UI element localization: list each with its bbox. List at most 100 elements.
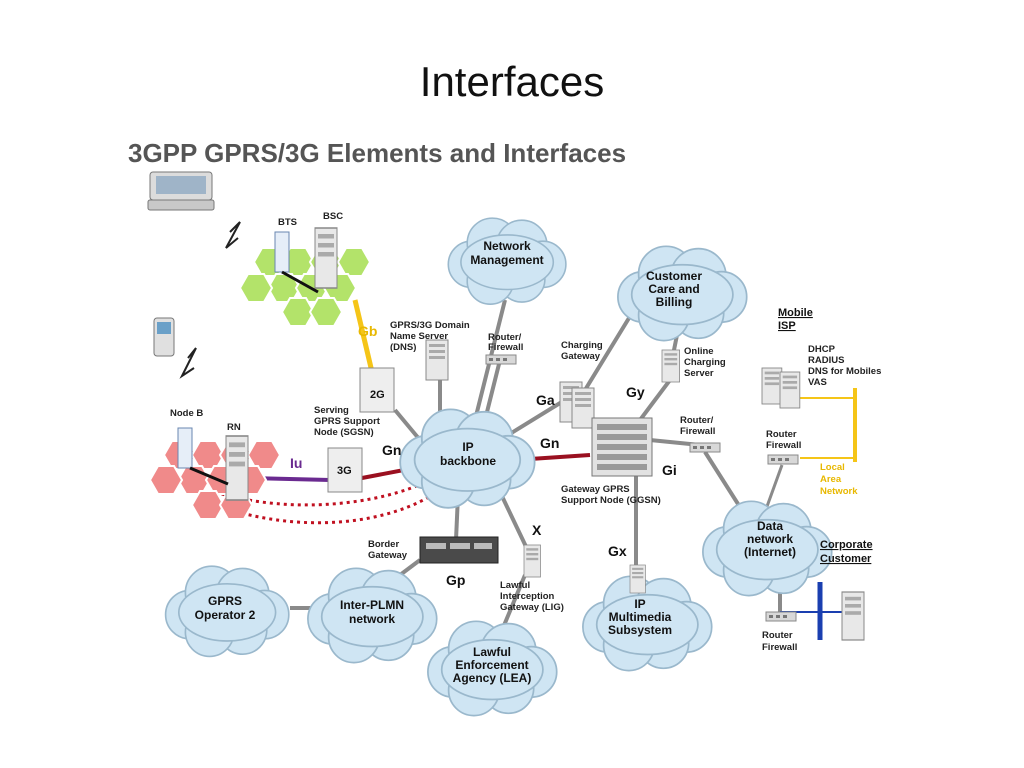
cloud-label-gprs-operator2-1: GPRS: [208, 594, 242, 608]
charging-gateway-label-2: Gateway: [561, 351, 601, 362]
lig-label-3: Gateway (LIG): [500, 602, 564, 613]
corporate-customer-label-2: Customer: [820, 553, 872, 565]
nodeb-rnc-link: [189, 466, 229, 486]
bsc-label: BSC: [323, 211, 343, 222]
router-firewall-corp-icon: [765, 611, 797, 622]
hex-cluster-2g: [239, 247, 371, 327]
iface-gn-right: Gn: [540, 435, 559, 451]
isp-service-3: DNS for Mobiles: [808, 366, 881, 377]
mobile-isp-label-2: ISP: [778, 320, 796, 332]
iface-iu: Iu: [290, 455, 302, 471]
cloud-label-ip-backbone-2: backbone: [440, 454, 496, 468]
router-isp-label-2: Firewall: [766, 440, 801, 451]
sgsn-label-3: Node (SGSN): [314, 427, 374, 438]
sgsn-2g-box-icon: [359, 367, 395, 413]
corporate-server-icon: [841, 591, 865, 641]
cloud-label-ims-3: Subsystem: [608, 623, 672, 637]
iface-gx: Gx: [608, 543, 627, 559]
sgsn-label-2: GPRS Support: [314, 416, 381, 427]
corporate-customer-label-1: Corporate: [820, 539, 873, 551]
router-firewall-top-icon: [485, 354, 517, 365]
diagram-title: 3GPP GPRS/3G Elements and Interfaces: [128, 138, 626, 168]
isp-servers-icon: [761, 367, 801, 409]
ggsn-label-2: Support Node (GGSN): [561, 495, 661, 506]
dotted-link-2: [214, 488, 441, 525]
cloud-label-ims-1: IP: [634, 597, 645, 611]
rn-label: RN: [227, 422, 241, 433]
link-sgsn2g-backbone: [393, 408, 422, 442]
cloud-label-lea-2: Enforcement: [455, 658, 528, 672]
cloud-label-data-network-2: network: [747, 532, 793, 546]
isp-service-2: RADIUS: [808, 355, 844, 366]
ggsn-label-1: Gateway GPRS: [561, 484, 630, 495]
mobile-isp-label-1: Mobile: [778, 307, 813, 319]
iface-gy: Gy: [626, 384, 645, 400]
iface-gp: Gp: [446, 572, 465, 588]
ims-server-icon: [629, 564, 646, 594]
bts-antenna-icon: [274, 231, 290, 273]
rnc-server-icon: [225, 435, 249, 501]
iface-gn-left: Gn: [382, 442, 401, 458]
laptop-device-icon: [147, 171, 215, 211]
iface-x: X: [532, 522, 542, 538]
sgsn-label-1: Serving: [314, 405, 349, 416]
link-gb: [352, 299, 375, 373]
lan-label-1: Local: [820, 462, 845, 473]
lan-label-3: Network: [820, 486, 858, 497]
link-ggsn-online-charging: [638, 378, 672, 422]
cloud-label-network-management-2: Management: [470, 253, 543, 267]
isp-service-4: VAS: [808, 377, 827, 388]
bts-bsc-link: [281, 270, 319, 294]
node-b-antenna-icon: [177, 427, 193, 469]
router-firewall-isp-icon: [767, 454, 799, 465]
router-firewall-right-icon: [689, 442, 721, 453]
lig-server-icon: [523, 544, 541, 578]
lig-label-1: Lawful: [500, 580, 530, 591]
cloud-label-gprs-operator2-2: Operator 2: [195, 608, 256, 622]
bsc-server-icon: [314, 227, 338, 289]
router-isp-label-1: Router: [766, 429, 797, 440]
online-charging-server-icon: [661, 349, 680, 383]
cloud-label-lea-1: Lawful: [473, 645, 511, 659]
lan-label-2: Area: [820, 474, 842, 485]
ggsn-chassis-icon: [591, 417, 653, 477]
cloud-label-network-management-1: Network: [483, 239, 531, 253]
router-right-label-1: Router/: [680, 415, 714, 426]
cloud-label-customer-care-2: Care and: [648, 282, 699, 296]
online-charging-label-3: Server: [684, 368, 714, 379]
sgsn-3g-box-icon: [327, 447, 363, 493]
isp-service-1: DHCP: [808, 344, 836, 355]
border-gateway-label-2: Gateway: [368, 550, 408, 561]
phone-device-icon: [153, 317, 175, 357]
cloud-label-customer-care-3: Billing: [656, 295, 693, 309]
online-charging-label-2: Charging: [684, 357, 726, 368]
bts-label: BTS: [278, 217, 297, 228]
iface-ga: Ga: [536, 392, 555, 408]
router-top-label-2: Firewall: [488, 342, 523, 353]
radio-wave-icon-2: [179, 347, 197, 379]
cloud-label-inter-plmn-2: network: [349, 612, 395, 626]
cloud-label-ip-backbone-1: IP: [462, 440, 473, 454]
dns-label-2: Name Server: [390, 331, 448, 342]
iface-gi: Gi: [662, 462, 677, 478]
dns-server-icon: [425, 339, 449, 381]
cloud-label-customer-care-1: Customer: [646, 269, 702, 283]
border-gateway-icon: [419, 536, 499, 564]
link-isp-router-data-network: [763, 464, 784, 513]
sgsn-3g-label: 3G: [337, 465, 352, 477]
charging-gateway-label-1: Charging: [561, 340, 603, 351]
dns-label-1: GPRS/3G Domain: [390, 320, 470, 331]
dns-label-3: (DNS): [390, 342, 416, 353]
router-corp-label-1: Router: [762, 630, 793, 641]
cloud-label-inter-plmn-1: Inter-PLMN: [340, 598, 404, 612]
iface-gb: Gb: [358, 323, 377, 339]
border-gateway-label-1: Border: [368, 539, 399, 550]
router-corp-label-2: Firewall: [762, 642, 797, 653]
node-b-label: Node B: [170, 408, 203, 419]
online-charging-label-1: Online: [684, 346, 714, 357]
sgsn-2g-label: 2G: [370, 389, 385, 401]
charging-gateway-server-icon: [559, 381, 595, 429]
cloud-label-data-network-3: (Internet): [744, 545, 796, 559]
radio-wave-icon: [225, 221, 241, 249]
